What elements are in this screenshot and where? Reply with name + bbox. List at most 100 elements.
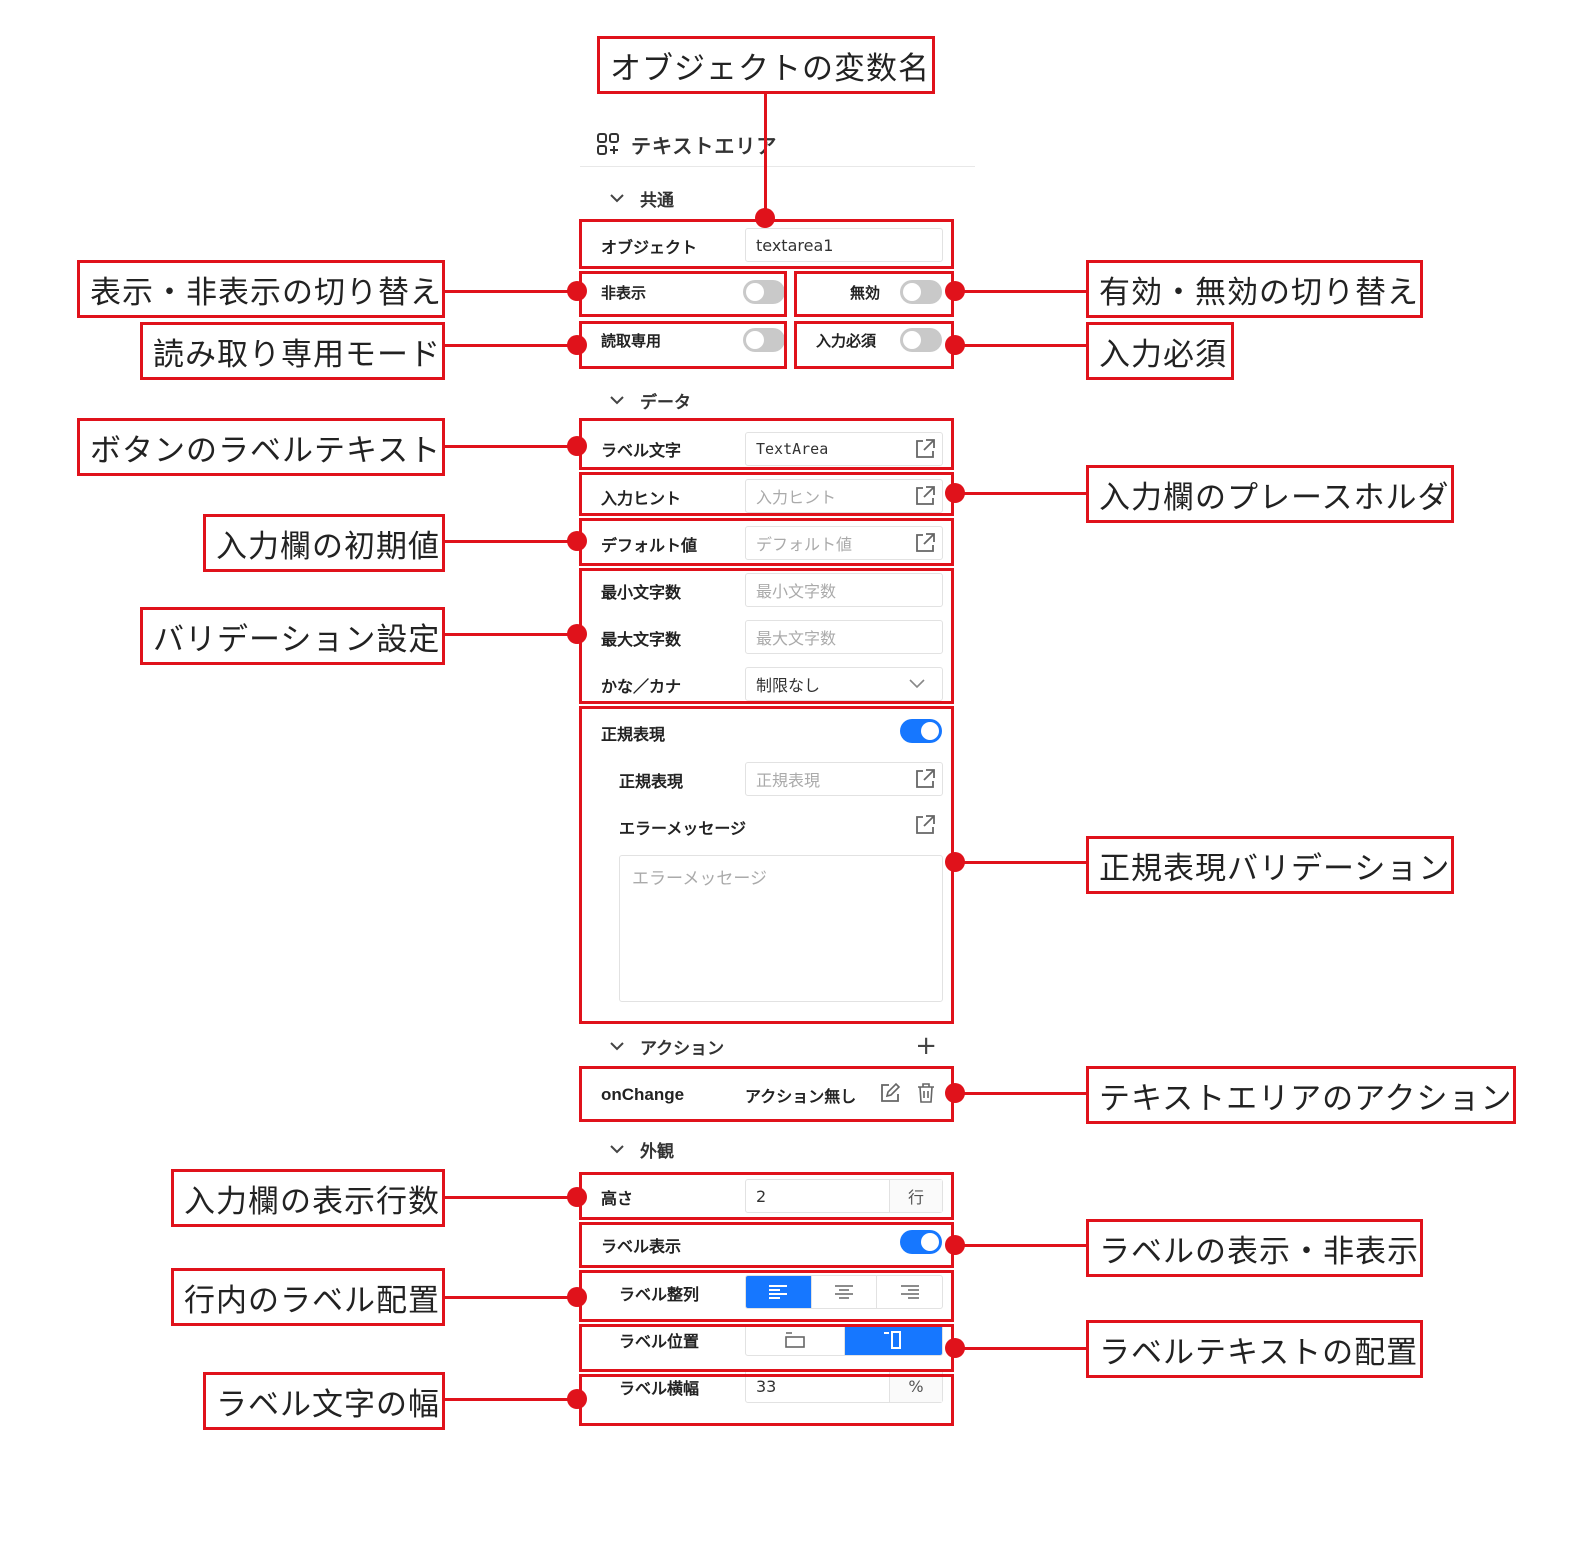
header-divider	[580, 166, 975, 167]
connector-dot	[945, 1338, 965, 1358]
connector-line	[445, 1398, 577, 1401]
label-visible-toggle[interactable]	[900, 1230, 942, 1254]
annotation-initial-value: 入力欄の初期値	[203, 514, 445, 572]
section-action-title: アクション	[640, 1038, 725, 1059]
hint-placeholder: 入力ヒント	[756, 488, 837, 507]
connector-line	[955, 344, 1086, 347]
height-value: 2	[756, 1186, 767, 1206]
connector-dot	[945, 281, 965, 301]
connector-line	[955, 492, 1086, 495]
event-action-value: アクション無し	[745, 1087, 857, 1106]
label-position-label: ラベル位置	[619, 1332, 700, 1351]
annotation-regex-validation: 正規表現バリデーション	[1086, 836, 1454, 894]
readonly-toggle[interactable]	[743, 328, 785, 352]
min-length-input[interactable]: 最小文字数	[745, 573, 943, 607]
trash-icon[interactable]	[915, 1082, 937, 1104]
add-action-button[interactable]: +	[915, 1031, 937, 1061]
annotation-object-name: オブジェクトの変数名	[597, 36, 935, 94]
regex-field-label: 正規表現	[619, 772, 684, 791]
external-link-icon[interactable]	[914, 768, 936, 790]
position-left-button[interactable]	[844, 1325, 942, 1355]
label-width-input[interactable]: 33 %	[745, 1369, 943, 1403]
required-label: 入力必須	[816, 332, 877, 350]
chevron-down-icon	[604, 1144, 630, 1154]
connector-line	[445, 445, 577, 448]
hidden-toggle[interactable]	[743, 280, 785, 304]
external-link-icon[interactable]	[914, 438, 936, 460]
label-align-label: ラベル整列	[619, 1285, 700, 1304]
align-right-button[interactable]	[877, 1276, 942, 1308]
annotation-placeholder: 入力欄のプレースホルダ	[1086, 465, 1454, 523]
connector-dot	[567, 531, 587, 551]
disabled-label: 無効	[850, 284, 881, 302]
connector-line	[445, 290, 577, 293]
connector-dot	[567, 1187, 587, 1207]
external-link-icon[interactable]	[914, 532, 936, 554]
height-input[interactable]: 2 行	[745, 1179, 943, 1213]
annotation-required: 入力必須	[1086, 322, 1234, 380]
connector-dot	[945, 852, 965, 872]
disabled-toggle[interactable]	[900, 280, 942, 304]
chevron-down-icon	[604, 1041, 630, 1051]
section-common-header[interactable]: 共通	[580, 183, 955, 213]
annotation-rows: 入力欄の表示行数	[171, 1169, 445, 1227]
label-text-label: ラベル文字	[601, 441, 682, 460]
label-left-icon	[884, 1331, 902, 1349]
label-align-segmented[interactable]	[745, 1275, 943, 1309]
error-message-label: エラーメッセージ	[619, 819, 747, 838]
object-name-value: textarea1	[756, 235, 834, 255]
label-top-icon	[784, 1332, 805, 1348]
required-toggle[interactable]	[900, 328, 942, 352]
section-data-header[interactable]: データ	[580, 385, 955, 415]
annotation-button-label: ボタンのラベルテキスト	[77, 418, 445, 476]
regex-input[interactable]: 正規表現	[745, 762, 943, 796]
edit-icon[interactable]	[879, 1082, 901, 1104]
min-length-placeholder: 最小文字数	[756, 582, 837, 601]
max-length-label: 最大文字数	[601, 630, 682, 649]
label-text-input[interactable]: TextArea	[745, 432, 943, 466]
chevron-down-icon	[604, 193, 630, 203]
label-position-segmented[interactable]	[745, 1324, 943, 1356]
external-link-icon[interactable]	[914, 485, 936, 507]
connector-line	[955, 861, 1086, 864]
align-center-button[interactable]	[812, 1276, 878, 1308]
align-right-icon	[900, 1285, 919, 1299]
max-length-input[interactable]: 最大文字数	[745, 620, 943, 654]
connector-dot	[567, 281, 587, 301]
label-width-value: 33	[756, 1376, 777, 1396]
height-unit: 行	[889, 1180, 942, 1212]
align-left-button[interactable]	[746, 1276, 812, 1308]
connector-line	[955, 290, 1086, 293]
position-top-button[interactable]	[746, 1325, 845, 1355]
object-name-input[interactable]: textarea1	[745, 228, 943, 262]
connector-dot	[567, 624, 587, 644]
section-action-header[interactable]: アクション +	[580, 1031, 955, 1061]
section-appearance-header[interactable]: 外観	[580, 1134, 955, 1164]
default-value-placeholder: デフォルト値	[756, 535, 853, 554]
connector-dot	[567, 1287, 587, 1307]
hint-input[interactable]: 入力ヒント	[745, 479, 943, 513]
component-grid-icon	[597, 133, 619, 155]
hidden-label: 非表示	[601, 284, 647, 302]
external-link-icon[interactable]	[914, 814, 936, 836]
kana-select-value: 制限なし	[756, 676, 821, 695]
connector-line	[955, 1244, 1086, 1247]
connector-dot	[567, 436, 587, 456]
connector-dot	[567, 1389, 587, 1409]
section-appearance-title: 外観	[640, 1141, 674, 1162]
default-value-input[interactable]: デフォルト値	[745, 526, 943, 560]
connector-line	[445, 633, 577, 636]
annotation-label-show-hide: ラベルの表示・非表示	[1086, 1219, 1423, 1277]
connector-dot	[945, 335, 965, 355]
regex-toggle-label: 正規表現	[601, 725, 666, 744]
regex-toggle[interactable]	[900, 719, 942, 743]
kana-select[interactable]: 制限なし	[745, 667, 943, 701]
annotation-textarea-action: テキストエリアのアクション	[1086, 1066, 1516, 1124]
connector-line	[445, 1296, 577, 1299]
error-message-placeholder: エラーメッセージ	[632, 869, 767, 889]
connector-line	[445, 344, 577, 347]
kana-label: かな／カナ	[601, 677, 682, 696]
error-message-textarea[interactable]: エラーメッセージ	[619, 855, 943, 1002]
connector-line	[955, 1092, 1086, 1095]
section-common-title: 共通	[640, 190, 674, 211]
